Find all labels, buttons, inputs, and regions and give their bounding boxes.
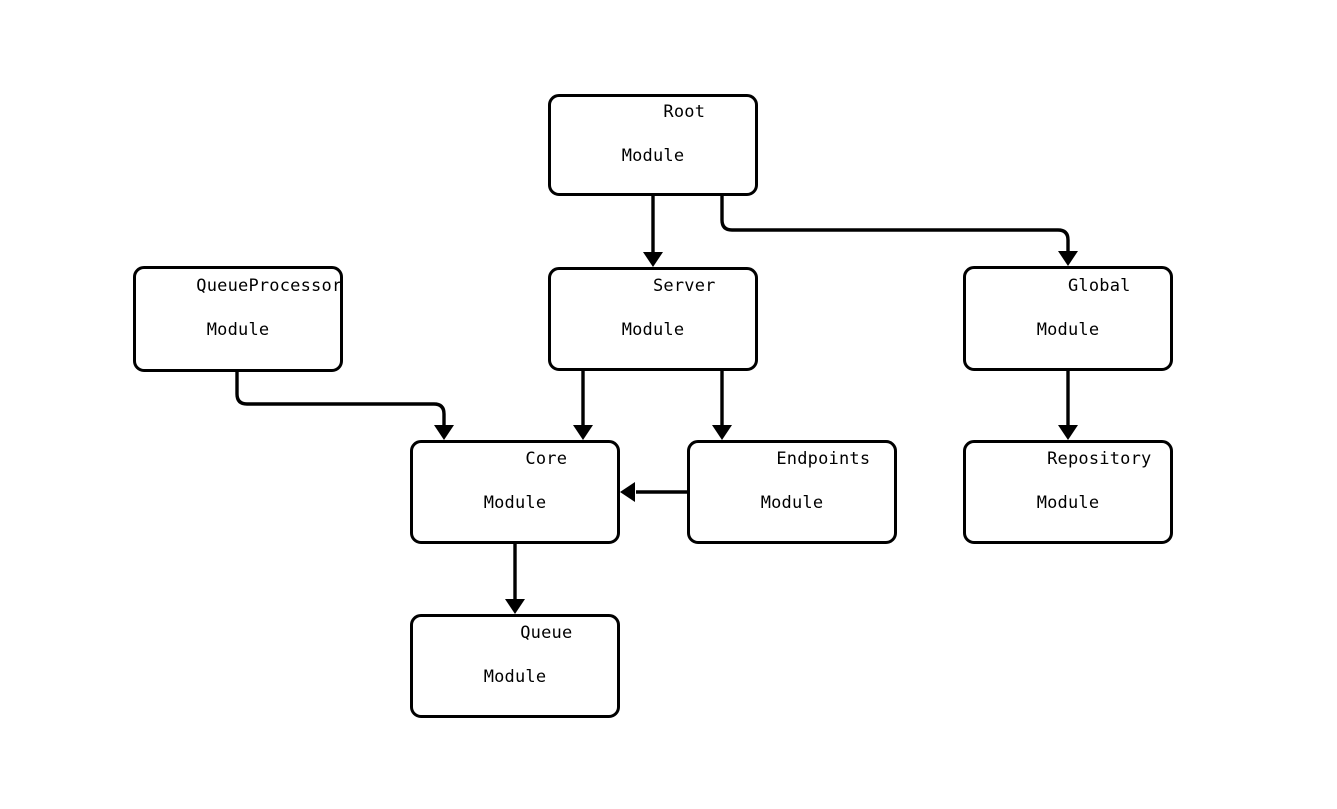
- node-repository-line1: Repository: [1047, 449, 1152, 469]
- arrowhead-root-to-global: [1058, 251, 1078, 266]
- edge-root-to-server: [643, 196, 663, 267]
- node-queue-label: Queue Module: [458, 600, 573, 732]
- node-global-line2: Module: [1036, 319, 1100, 340]
- arrowhead-root-to-server: [643, 252, 663, 267]
- arrowhead-endpoints-to-core: [620, 482, 635, 502]
- arrowhead-server-to-core: [573, 425, 593, 440]
- node-queueprocessor-label: QueueProcessor Module: [134, 253, 343, 385]
- node-repository-line2: Module: [1036, 493, 1100, 513]
- node-root-label: Root Module: [601, 79, 705, 211]
- node-queue[interactable]: Queue Module: [410, 614, 620, 718]
- node-endpoints-line2: Module: [760, 493, 824, 513]
- node-endpoints-label: Endpoints Module: [714, 426, 871, 558]
- node-queueprocessor-line1: QueueProcessor: [196, 276, 343, 296]
- node-queue-line1: Queue: [520, 623, 573, 643]
- node-repository-label: Repository Module: [985, 426, 1152, 558]
- node-queue-line2: Module: [483, 667, 547, 687]
- node-root-line1: Root: [663, 102, 706, 122]
- edge-queueprocessor-to-core: [235, 372, 454, 440]
- node-global-line1: Global: [1068, 275, 1131, 296]
- node-core-line1: Core: [525, 449, 568, 469]
- node-server[interactable]: Server Module: [548, 267, 758, 371]
- node-endpoints-line1: Endpoints: [776, 449, 871, 469]
- node-core-line2: Module: [483, 493, 547, 513]
- edge-global-to-repository: [1058, 371, 1078, 440]
- arrowhead-global-to-repository: [1058, 425, 1078, 440]
- node-root-line2: Module: [621, 146, 685, 166]
- node-queueprocessor[interactable]: QueueProcessor Module: [133, 266, 343, 372]
- edge-server-to-core: [573, 371, 593, 440]
- edge-server-to-endpoints: [712, 371, 732, 440]
- edge-endpoints-to-core: [620, 482, 687, 502]
- edge-core-to-queue: [505, 544, 525, 614]
- arrowhead-core-to-queue: [505, 599, 525, 614]
- node-server-label: Server Module: [590, 253, 716, 385]
- arrowhead-server-to-endpoints: [712, 425, 732, 440]
- node-repository[interactable]: Repository Module: [963, 440, 1173, 544]
- node-global-label: Global Module: [1005, 253, 1131, 385]
- node-core[interactable]: Core Module: [410, 440, 620, 544]
- node-server-line1: Server: [653, 276, 716, 296]
- node-endpoints[interactable]: Endpoints Module: [687, 440, 897, 544]
- node-core-label: Core Module: [463, 426, 567, 558]
- node-root[interactable]: Root Module: [548, 94, 758, 196]
- arrowhead-queueprocessor-to-core: [434, 425, 454, 440]
- edge-root-to-global: [720, 196, 1078, 266]
- node-global[interactable]: Global Module: [963, 266, 1173, 371]
- node-queueprocessor-line2: Module: [206, 320, 270, 340]
- node-server-line2: Module: [621, 320, 685, 340]
